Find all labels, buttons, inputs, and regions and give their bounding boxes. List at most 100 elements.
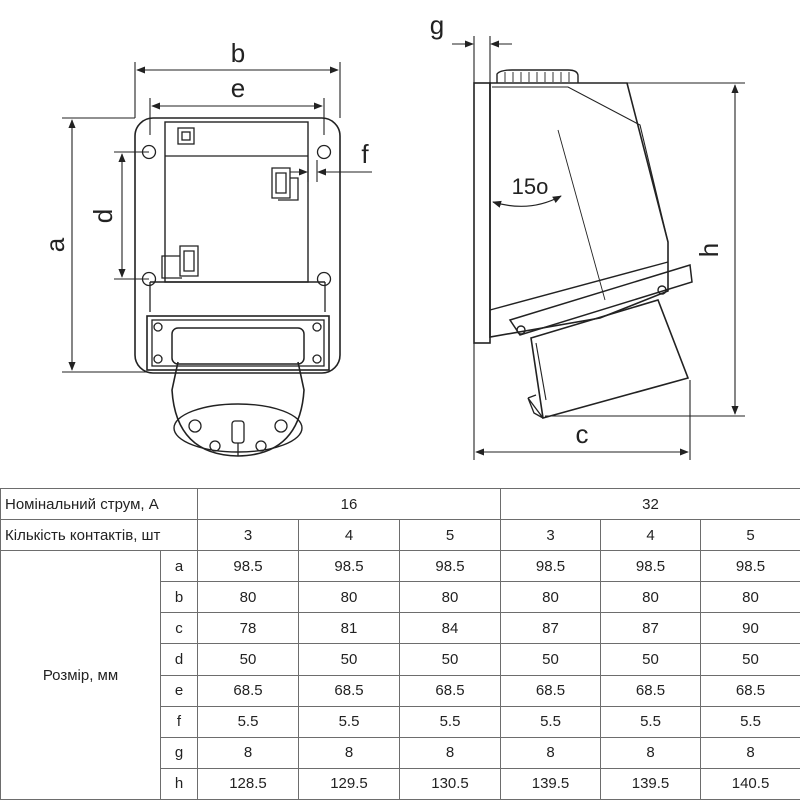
dimension-value-cell: 68.5 bbox=[298, 674, 400, 707]
dimension-key-cell: h bbox=[160, 767, 198, 800]
dimension-value-cell: 80 bbox=[500, 581, 602, 614]
front-dimensions bbox=[62, 62, 372, 373]
dimension-value-cell: 8 bbox=[298, 736, 400, 769]
dimension-value-cell: 129.5 bbox=[298, 767, 400, 800]
contacts-header: 5 bbox=[700, 519, 800, 552]
contact-pin-icon bbox=[255, 440, 267, 452]
dimension-value-cell: 8 bbox=[600, 736, 702, 769]
dimension-value-cell: 50 bbox=[500, 643, 602, 676]
housing-box bbox=[164, 121, 309, 283]
wall-plate bbox=[473, 82, 491, 344]
dimension-value-cell: 98.5 bbox=[700, 550, 800, 583]
dimension-value-cell: 5.5 bbox=[298, 705, 400, 738]
dimension-key-cell: e bbox=[160, 674, 198, 707]
dimension-value-cell: 98.5 bbox=[500, 550, 602, 583]
dim-label-e: e bbox=[231, 73, 245, 103]
dimension-value-cell: 68.5 bbox=[500, 674, 602, 707]
dim-label-h: h bbox=[694, 243, 724, 257]
contacts-header: 4 bbox=[298, 519, 400, 552]
dim-label-c: c bbox=[576, 419, 589, 449]
dimension-value-cell: 50 bbox=[700, 643, 800, 676]
technical-drawing: b e a d f 15o bbox=[40, 10, 745, 460]
dimension-value-cell: 87 bbox=[500, 612, 602, 645]
dimension-key-cell: f bbox=[160, 705, 198, 738]
current-16-header: 16 bbox=[196, 487, 502, 521]
dimension-value-cell: 139.5 bbox=[600, 767, 702, 800]
table-row-contacts: Кількість контактів, шт 3 4 5 3 4 5 bbox=[0, 519, 800, 552]
dimension-value-cell: 78 bbox=[197, 612, 299, 645]
contacts-header: 5 bbox=[398, 519, 502, 552]
dimension-value-cell: 98.5 bbox=[197, 550, 299, 583]
socket-base bbox=[146, 315, 330, 371]
dimension-value-cell: 5.5 bbox=[700, 705, 800, 738]
dimension-value-cell: 50 bbox=[298, 643, 400, 676]
table-row-current: Номінальний струм, А 16 32 bbox=[0, 487, 800, 521]
mounting-plate bbox=[134, 117, 341, 374]
dimension-value-cell: 68.5 bbox=[398, 674, 502, 707]
dimension-value-cell: 8 bbox=[500, 736, 602, 769]
side-view bbox=[473, 69, 693, 420]
dimension-value-cell: 128.5 bbox=[197, 767, 299, 800]
rated-current-label: Номінальний струм, А bbox=[0, 487, 198, 521]
dimension-value-cell: 68.5 bbox=[600, 674, 702, 707]
dimension-value-cell: 81 bbox=[298, 612, 400, 645]
dimension-value-cell: 68.5 bbox=[700, 674, 800, 707]
dimension-value-cell: 8 bbox=[197, 736, 299, 769]
dimension-value-cell: 98.5 bbox=[298, 550, 400, 583]
dimension-value-cell: 5.5 bbox=[500, 705, 602, 738]
angle-label: 15o bbox=[512, 174, 549, 199]
dimension-value-cell: 130.5 bbox=[398, 767, 502, 800]
dimensions-table: Номінальний струм, А 16 32 Кількість кон… bbox=[0, 487, 800, 800]
dimension-key-cell: a bbox=[160, 550, 198, 583]
dimension-value-cell: 50 bbox=[197, 643, 299, 676]
dimension-key-cell: c bbox=[160, 612, 198, 645]
dimension-value-cell: 98.5 bbox=[398, 550, 502, 583]
earth-pin-icon bbox=[231, 420, 245, 444]
contacts-count-label: Кількість контактів, шт bbox=[0, 519, 198, 552]
contact-pin-icon bbox=[188, 419, 202, 433]
dimension-value-cell: 5.5 bbox=[197, 705, 299, 738]
contact-pin-icon bbox=[274, 419, 288, 433]
dimension-value-cell: 80 bbox=[298, 581, 400, 614]
dimension-value-cell: 80 bbox=[197, 581, 299, 614]
contacts-header: 3 bbox=[500, 519, 602, 552]
dim-label-g: g bbox=[430, 10, 444, 40]
size-group-label: Розмір, мм bbox=[0, 550, 161, 800]
angle-arc bbox=[492, 195, 562, 208]
contacts-header: 4 bbox=[600, 519, 702, 552]
dimension-value-cell: 139.5 bbox=[500, 767, 602, 800]
dimension-value-cell: 80 bbox=[398, 581, 502, 614]
dim-label-b: b bbox=[231, 38, 245, 68]
dim-label-d: d bbox=[88, 209, 118, 223]
dimension-value-cell: 80 bbox=[700, 581, 800, 614]
dimension-value-cell: 5.5 bbox=[600, 705, 702, 738]
dimension-key-cell: d bbox=[160, 643, 198, 676]
dimension-key-cell: g bbox=[160, 736, 198, 769]
side-flange bbox=[508, 264, 693, 336]
latch-clip-icon bbox=[161, 245, 199, 279]
contacts-header: 3 bbox=[197, 519, 299, 552]
dimension-value-cell: 87 bbox=[600, 612, 702, 645]
mounting-hole-icon bbox=[316, 271, 332, 287]
marking-square-icon bbox=[177, 127, 195, 145]
dimension-value-cell: 8 bbox=[700, 736, 800, 769]
cable-gland-cap bbox=[496, 69, 579, 83]
dim-label-f: f bbox=[361, 139, 369, 169]
side-socket bbox=[530, 299, 690, 420]
current-32-header: 32 bbox=[500, 487, 800, 521]
dimension-value-cell: 50 bbox=[398, 643, 502, 676]
latch-clip-icon bbox=[271, 167, 299, 201]
dimension-value-cell: 80 bbox=[600, 581, 702, 614]
dimension-value-cell: 50 bbox=[600, 643, 702, 676]
dimension-key-cell: b bbox=[160, 581, 198, 614]
contact-pin-icon bbox=[209, 440, 221, 452]
dimension-value-cell: 5.5 bbox=[398, 705, 502, 738]
mounting-hole-icon bbox=[316, 144, 332, 160]
dimension-value-cell: 84 bbox=[398, 612, 502, 645]
socket-body bbox=[171, 361, 305, 457]
